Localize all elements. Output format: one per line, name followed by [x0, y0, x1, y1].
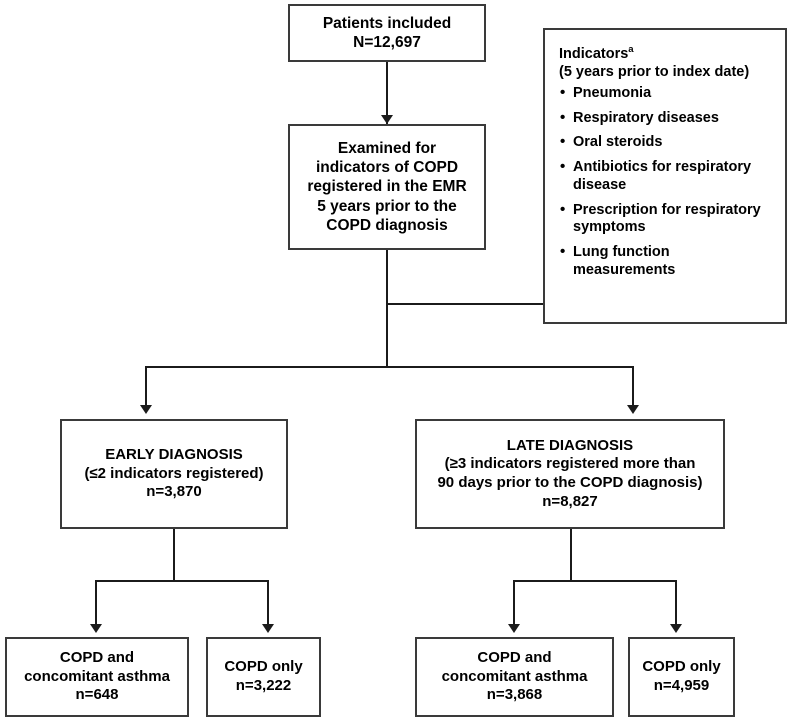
node-late-copd-only: COPD only n=4,959	[628, 637, 735, 717]
node-late-only-line1: COPD only	[642, 658, 721, 676]
indicators-footnote-marker: a	[628, 44, 634, 55]
indicators-header: Indicatorsa	[559, 44, 634, 63]
node-late-diagnosis: LATE DIAGNOSIS (≥3 indicators registered…	[415, 419, 725, 529]
node-examined-line1: Examined for	[337, 139, 437, 157]
node-early-line1: EARLY DIAGNOSIS	[105, 445, 243, 463]
connector-split-right-late	[632, 366, 634, 410]
node-examined-for-indicators: Examined for indicators of COPD register…	[288, 124, 486, 250]
connector-early-right	[267, 580, 269, 628]
list-item: Prescription for respiratory symptoms	[559, 201, 775, 237]
list-item: Antibiotics for respiratory disease	[559, 158, 775, 194]
node-late-only-line2: n=4,959	[653, 677, 710, 694]
connector-early-split-bar	[95, 580, 269, 582]
node-examined-line3: registered in the EMR	[307, 178, 467, 196]
arrow-to-early-asthma	[90, 624, 102, 633]
node-early-asthma-line2: concomitant asthma	[24, 667, 170, 685]
node-late-asthma-line3: n=3,868	[486, 686, 543, 704]
node-late-asthma-line1: COPD and	[477, 648, 552, 666]
node-early-diagnosis: EARLY DIAGNOSIS (≤2 indicators registere…	[60, 419, 288, 529]
node-early-only-line2: n=3,222	[235, 677, 292, 694]
node-early-copd-and-asthma: COPD and concomitant asthma n=648	[5, 637, 189, 717]
node-late-line4: n=8,827	[542, 492, 598, 510]
node-late-line2: (≥3 indicators registered more than	[444, 455, 696, 473]
connector-patients-to-examined	[386, 62, 388, 124]
node-early-copd-only: COPD only n=3,222	[206, 637, 321, 717]
node-patients-included-line1: Patients included	[322, 14, 452, 32]
node-examined-line2: indicators of COPD	[315, 158, 459, 176]
list-item: Pneumonia	[559, 84, 775, 103]
connector-late-split-bar	[513, 580, 677, 582]
arrow-to-late-only	[670, 624, 682, 633]
arrow-to-early-only	[262, 624, 274, 633]
arrow-to-late-diagnosis	[627, 405, 639, 414]
node-late-asthma-line2: concomitant asthma	[441, 667, 588, 685]
connector-split-bar-diagnosis	[145, 366, 634, 368]
connector-early-left	[95, 580, 97, 628]
node-late-line3: 90 days prior to the COPD diagnosis)	[437, 474, 703, 491]
node-early-line2: (≤2 indicators registered)	[84, 464, 264, 482]
node-early-line3: n=3,870	[146, 483, 202, 501]
connector-split-left-early	[145, 366, 147, 410]
list-item: Respiratory diseases	[559, 109, 775, 128]
node-early-asthma-line3: n=648	[75, 686, 119, 704]
indicators-subheader: (5 years prior to index date)	[559, 63, 750, 80]
list-item: Oral steroids	[559, 133, 775, 152]
node-examined-line5: COPD diagnosis	[326, 217, 448, 235]
node-patients-included-line2: N=12,697	[353, 34, 421, 51]
connector-late-right	[675, 580, 677, 628]
connector-late-left	[513, 580, 515, 628]
node-early-asthma-line1: COPD and	[59, 648, 135, 666]
connector-examined-to-indicators	[386, 303, 545, 305]
node-patients-included: Patients included N=12,697	[288, 4, 486, 62]
arrow-patients-to-examined	[381, 115, 393, 124]
indicators-header-text: Indicators	[559, 45, 629, 62]
connector-examined-trunk	[386, 250, 388, 368]
node-early-only-line1: COPD only	[224, 658, 303, 676]
node-examined-line4: 5 years prior to the	[317, 197, 457, 215]
arrow-to-early-diagnosis	[140, 405, 152, 414]
node-late-line1: LATE DIAGNOSIS	[506, 436, 634, 454]
connector-early-trunk	[173, 529, 175, 582]
arrow-to-late-asthma	[508, 624, 520, 633]
connector-late-trunk	[570, 529, 572, 582]
node-indicators-panel: Indicatorsa (5 years prior to index date…	[543, 28, 787, 324]
indicators-list: Pneumonia Respiratory diseases Oral ster…	[559, 84, 775, 286]
node-late-copd-and-asthma: COPD and concomitant asthma n=3,868	[415, 637, 614, 717]
list-item: Lung function measurements	[559, 243, 775, 279]
